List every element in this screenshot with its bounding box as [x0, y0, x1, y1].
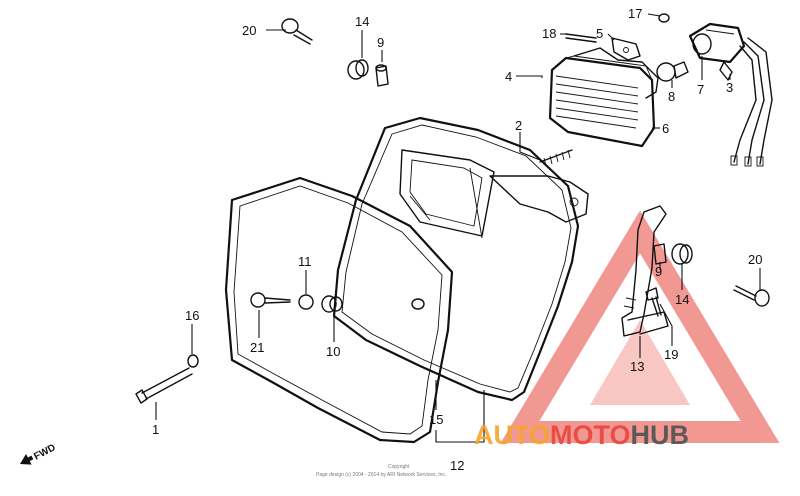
part-9-collar: [375, 64, 389, 87]
part-2-spring: [539, 149, 573, 167]
part-20-screw-right: [733, 285, 770, 307]
watermark-text: AUTOMOTOHUB: [474, 420, 689, 450]
part-14-grommet: [347, 59, 369, 80]
callout-5: 5: [596, 26, 603, 41]
part-4-rim-bracket: [573, 47, 659, 99]
headlight-case: [332, 116, 589, 402]
part-6-headlight-unit: [548, 55, 656, 148]
gasket: [224, 176, 454, 444]
copyright-line-2: Page design (c) 2004 - 2014 by ARI Netwo…: [316, 472, 446, 478]
callout-21: 21: [250, 340, 264, 355]
part-17-clip: [658, 13, 670, 23]
part-9-collar-right: [653, 243, 667, 265]
gasket-inner-edge: [233, 185, 443, 435]
callout-3: 3: [726, 80, 733, 95]
part-11-washer: [298, 294, 314, 310]
part-1-bolt: [135, 367, 193, 404]
callout-16: 16: [185, 308, 199, 323]
part-5-bracket: [611, 37, 641, 61]
part-16-washer: [187, 354, 199, 368]
callout-18: 18: [542, 26, 556, 41]
callout-14-right: 14: [675, 292, 689, 307]
callout-labels: 20 14 9 18 5 17 4 2 6 8 7 3 16 1 11 21 1…: [152, 6, 762, 473]
callout-8: 8: [668, 89, 675, 104]
callout-2: 2: [515, 118, 522, 133]
part-18-pin: [565, 33, 597, 43]
callout-19: 19: [664, 347, 678, 362]
watermark-part-moto: MOTO: [550, 420, 631, 450]
callout-6: 6: [662, 121, 669, 136]
callout-9-top: 9: [377, 35, 384, 50]
part-13-stay: [621, 205, 669, 337]
part-7-socket: [688, 22, 746, 64]
watermark-logo-triangle: [500, 210, 780, 443]
part-10-grommet: [321, 295, 343, 313]
callout-15: 15: [429, 412, 443, 427]
callout-20-right: 20: [748, 252, 762, 267]
part-19-bolt: [645, 287, 662, 317]
callout-12: 12: [450, 458, 464, 473]
callout-11: 11: [298, 254, 312, 269]
callout-17: 17: [628, 6, 642, 21]
callout-14-top: 14: [355, 14, 369, 29]
part-8-bulb: [656, 61, 689, 82]
callout-7: 7: [697, 82, 704, 97]
part-14-grommet-right: [671, 243, 693, 265]
callout-4: 4: [505, 69, 512, 84]
callout-13: 13: [630, 359, 644, 374]
copyright-line-1: Copyright: [388, 464, 410, 470]
watermark-part-auto: AUTO: [474, 420, 550, 450]
callout-20-top: 20: [242, 23, 256, 38]
part-20-screw: [281, 18, 313, 45]
watermark-part-hub: HUB: [631, 420, 690, 450]
callout-9-right: 9: [655, 264, 662, 279]
part-21-screw: [250, 292, 291, 308]
part-3-wire-harness: [719, 37, 773, 167]
callout-1: 1: [152, 422, 159, 437]
callout-leaders: [155, 13, 761, 443]
fwd-arrow-icon: [20, 454, 34, 465]
fwd-label: FWD: [32, 442, 57, 462]
fwd-arrow: FWD: [20, 442, 58, 465]
callout-10: 10: [326, 344, 340, 359]
